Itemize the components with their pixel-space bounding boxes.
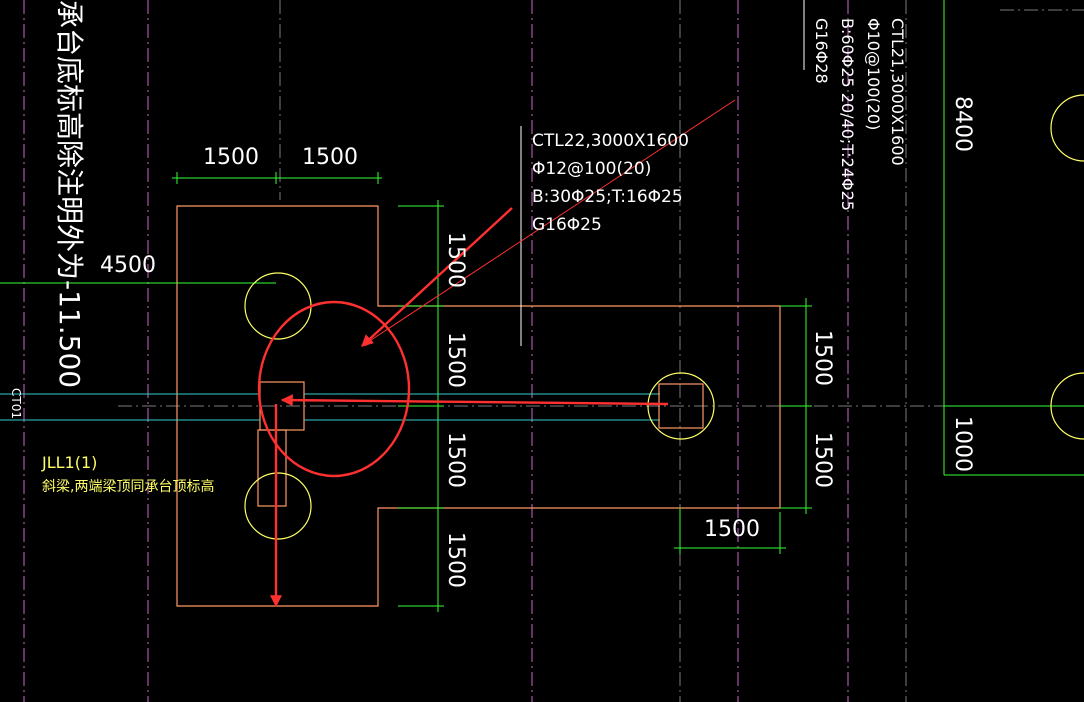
left-small-label: CT01 xyxy=(9,388,23,419)
gray-axis-lines xyxy=(118,0,1084,702)
foundation-elevation-note: 承台底标高除注明外为-11.500 xyxy=(53,0,86,388)
dim-vertical-3: 1500 xyxy=(443,432,468,488)
dim-right-2: 1500 xyxy=(810,432,835,488)
ctl22-line2: Φ12@100(20) xyxy=(532,159,651,179)
ctl22-line1: CTL22,3000X1600 xyxy=(532,131,689,151)
beam-lines xyxy=(0,393,660,421)
dim-vertical-1: 1500 xyxy=(443,232,468,288)
jll1-description: 斜梁,两端梁顶同承台顶标高 xyxy=(42,478,214,495)
dim-far-8400: 8400 xyxy=(950,96,975,152)
dim-top-left: 1500 xyxy=(203,145,259,170)
ctl21-line3: B:60Φ25 20/40;T:24Φ25 xyxy=(838,18,857,211)
ctl22-line3: B:30Φ25;T:16Φ25 xyxy=(532,187,683,207)
dim-far-1000: 1000 xyxy=(950,416,975,472)
dim-bottom: 1500 xyxy=(704,517,760,542)
dim-vertical-4: 1500 xyxy=(443,532,468,588)
ctl21-line2: Φ10@100(20) xyxy=(864,18,883,130)
ctl21-line4: G16Φ28 xyxy=(812,18,831,84)
red-callouts xyxy=(257,99,736,608)
axis-grid-lines xyxy=(23,0,849,702)
ctl22-line4: G16Φ25 xyxy=(532,215,602,235)
ctl21-line1: CTL21,3000X1600 xyxy=(888,18,907,166)
jll1-label: JLL1(1) xyxy=(41,453,97,472)
dim-top-right: 1500 xyxy=(302,145,358,170)
leader-lines xyxy=(520,0,805,346)
dim-right-1: 1500 xyxy=(810,330,835,386)
pile-circles xyxy=(244,94,1084,540)
dim-vertical-2: 1500 xyxy=(443,332,468,388)
dim-left-4500: 4500 xyxy=(100,253,156,278)
